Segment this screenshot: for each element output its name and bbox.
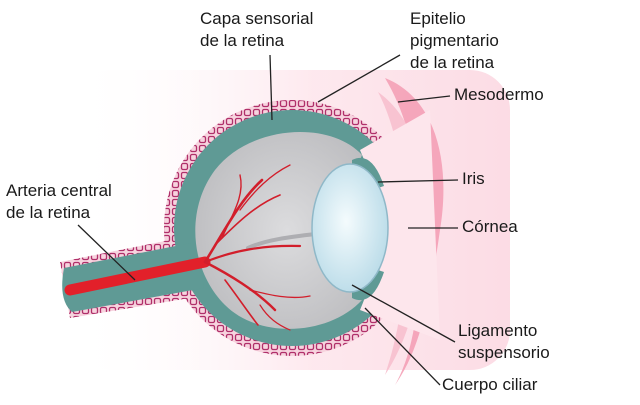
label-central-artery: Arteria central de la retina bbox=[6, 180, 112, 224]
leader-pigment bbox=[317, 54, 401, 103]
label-suspensory-ligament: Ligamento suspensorio bbox=[458, 320, 550, 364]
label-ciliary-body: Cuerpo ciliar bbox=[442, 375, 538, 394]
label-pigment-epithelium: Epitelio pigmentario de la retina bbox=[410, 8, 499, 74]
label-pigment-epithelium-line2: pigmentario bbox=[410, 31, 499, 50]
leader-ligament bbox=[351, 284, 456, 343]
label-pigment-epithelium-line1: Epitelio bbox=[410, 9, 466, 28]
leader-artery bbox=[77, 224, 136, 281]
label-sensory-retina-line1: Capa sensorial bbox=[200, 9, 314, 28]
label-mesoderm: Mesodermo bbox=[454, 85, 544, 104]
leader-sensory bbox=[269, 54, 273, 121]
label-suspensory-ligament-line1: Ligamento bbox=[458, 321, 538, 340]
label-cornea: Córnea bbox=[462, 217, 518, 236]
label-pigment-epithelium-line3: de la retina bbox=[410, 53, 495, 72]
label-central-artery-line1: Arteria central bbox=[6, 181, 112, 200]
central-artery-trunk bbox=[64, 256, 211, 296]
label-central-artery-line2: de la retina bbox=[6, 203, 91, 222]
leader-iris bbox=[377, 179, 459, 183]
lens bbox=[311, 163, 389, 293]
label-suspensory-ligament-line2: suspensorio bbox=[458, 343, 550, 362]
label-sensory-retina-line2: de la retina bbox=[200, 31, 285, 50]
label-sensory-retina: Capa sensorial de la retina bbox=[200, 8, 313, 52]
anterior-opening bbox=[360, 110, 440, 340]
artery-branches bbox=[203, 164, 311, 331]
leader-ciliary bbox=[364, 307, 441, 386]
label-iris: Iris bbox=[462, 169, 485, 188]
leader-mesoderm bbox=[397, 95, 451, 103]
leader-lines bbox=[77, 54, 459, 386]
